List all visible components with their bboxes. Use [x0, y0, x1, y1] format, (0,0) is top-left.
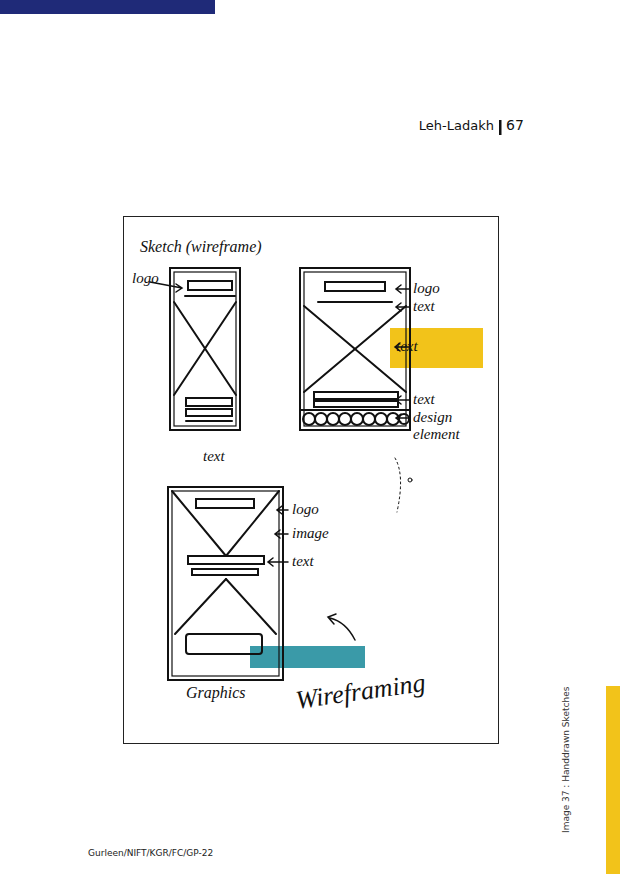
annotation: text — [396, 338, 418, 355]
annotation: logo — [132, 270, 159, 287]
annotation: text — [413, 298, 435, 315]
highlight-yellow — [390, 328, 483, 368]
footer-credit: Gurleen/NIFT/KGR/FC/GP-22 — [88, 848, 213, 858]
page-number: 67 — [506, 117, 524, 133]
sketch-heading: Sketch (wireframe) — [140, 238, 262, 256]
side-bar — [606, 686, 620, 874]
page-section: Leh-Ladakh — [419, 118, 494, 133]
annotation: Graphics — [186, 684, 246, 702]
annotation: image — [292, 525, 329, 542]
annotation: text — [413, 391, 435, 408]
annotation: text — [203, 448, 225, 465]
figure-caption: Image 37 : Handdrawn Sketches — [561, 687, 571, 833]
annotation: logo — [292, 501, 319, 518]
annotation: design element — [413, 409, 483, 443]
annotation: logo — [413, 280, 440, 297]
header-bar — [0, 0, 215, 14]
wireframe-sketches — [150, 268, 412, 680]
highlight-teal — [250, 646, 365, 668]
separator-bar — [499, 120, 502, 135]
annotation: text — [292, 553, 314, 570]
sketch-frame — [124, 217, 499, 744]
